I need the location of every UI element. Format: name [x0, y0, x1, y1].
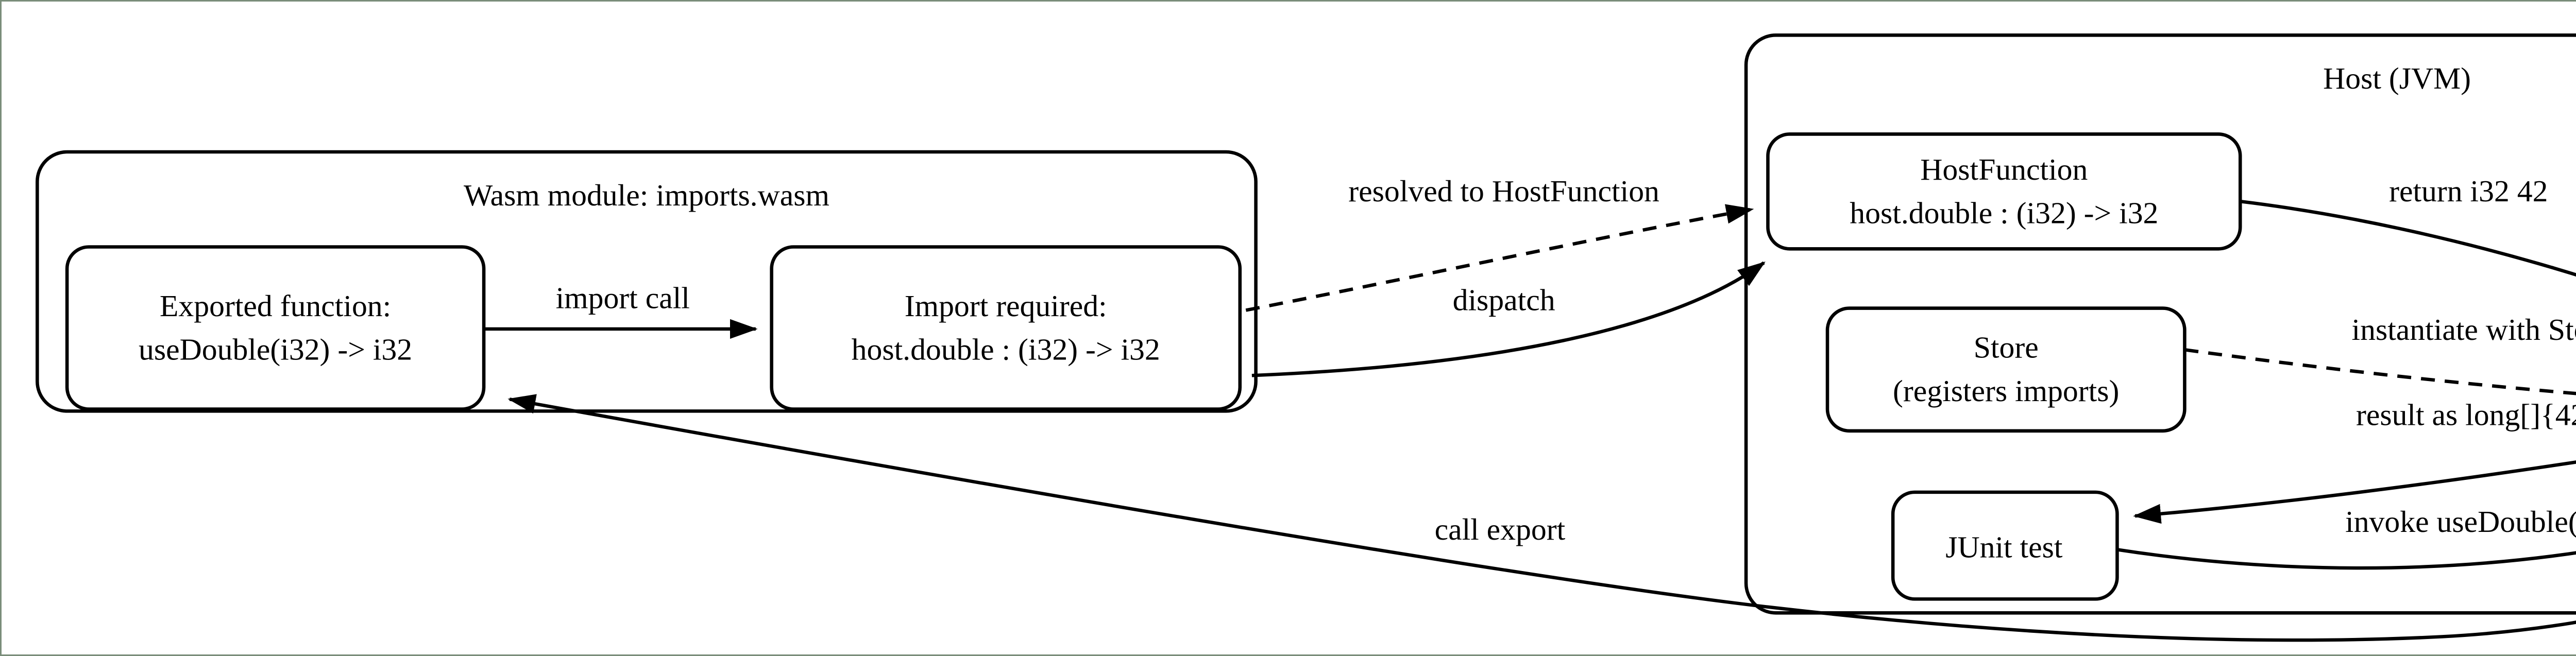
node-hostfunction-line1: HostFunction — [1920, 152, 2088, 186]
cluster-wasm-module-label: Wasm module: imports.wasm — [464, 178, 829, 212]
edge-return-i32 — [2240, 199, 2576, 277]
edge-label-instantiate-with-store: instantiate with Store — [2352, 313, 2576, 347]
edge-dispatch — [1251, 261, 1766, 377]
node-exported-function-line2: useDouble(i32) -> i32 — [139, 333, 412, 367]
node-import-required-line2: host.double : (i32) -> i32 — [852, 333, 1160, 367]
node-store-line1: Store — [1974, 331, 2039, 365]
edge-call-export — [507, 394, 2576, 642]
node-hostfunction — [1766, 132, 2242, 251]
edge-label-call-export: call export — [1435, 512, 1566, 546]
cluster-host-jvm-label: Host (JVM) — [2323, 61, 2471, 95]
edge-result-as-long — [2133, 460, 2576, 524]
node-exported-function — [65, 245, 486, 411]
node-junit-test — [1891, 490, 2119, 601]
node-exported-function-line1: Exported function: — [160, 289, 391, 323]
node-junit-test-line1: JUnit test — [1945, 530, 2063, 564]
node-store — [1825, 306, 2187, 433]
edge-label-dispatch: dispatch — [1453, 283, 1555, 317]
node-store-line2: (registers imports) — [1893, 374, 2119, 408]
node-import-required-line1: Import required: — [905, 289, 1107, 323]
node-hostfunction-line2: host.double : (i32) -> i32 — [1850, 196, 2158, 230]
node-import-required — [770, 245, 1242, 411]
edge-label-import-call: import call — [556, 281, 690, 315]
edge-invoke-usedouble — [2116, 548, 2576, 570]
edge-label-resolved-to-hostfunction: resolved to HostFunction — [1348, 174, 1659, 208]
edge-label-invoke-usedouble: invoke useDouble(21) — [2345, 505, 2576, 539]
edge-label-result-as-long: result as long[]{42} — [2356, 398, 2576, 431]
edge-label-return-i32: return i32 42 — [2389, 174, 2548, 208]
